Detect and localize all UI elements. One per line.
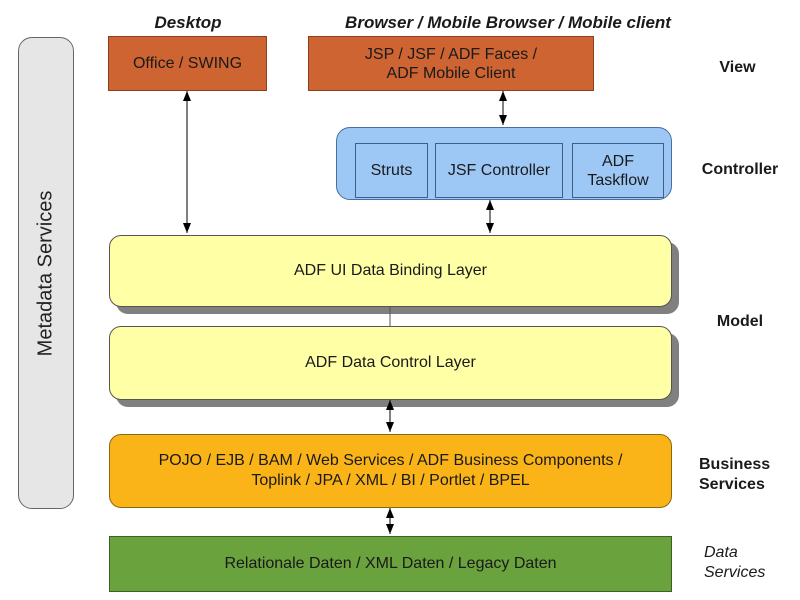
view-desktop-box: Office / SWING [108, 36, 267, 91]
controller-item-label: JSF Controller [447, 162, 551, 179]
layer-label-data-1: Data [704, 544, 738, 561]
layer-label-model: Model [716, 313, 764, 330]
layer-label-business-1: Business [699, 456, 771, 473]
business-services-label-2: Toplink / JPA / XML / BI / Portlet / BPE… [251, 472, 530, 489]
view-desktop-label: Office / SWING [132, 55, 243, 72]
layer-label-data: Data Services [704, 543, 794, 583]
layer-label-business: Business Services [699, 455, 794, 495]
model-control-layer: ADF Data Control Layer [109, 326, 672, 400]
controller-item-adf-taskflow: ADF Taskflow [572, 143, 664, 198]
view-browser-box: JSP / JSF / ADF Faces / ADF Mobile Clien… [308, 36, 594, 91]
arrowhead-down [499, 115, 507, 125]
model-binding-layer: ADF UI Data Binding Layer [109, 235, 672, 307]
column-title-browser: Browser / Mobile Browser / Mobile client [345, 13, 671, 32]
layer-label-data-2: Services [704, 564, 766, 581]
arrowhead-down [386, 524, 394, 534]
data-services-label: Relationale Daten / XML Daten / Legacy D… [224, 555, 557, 572]
arrowheads [183, 91, 507, 534]
arrowhead-up [183, 91, 191, 101]
controller-item-label: ADF [602, 152, 634, 170]
metadata-services-bar: Metadata Services [18, 37, 74, 509]
controller-item-jsf: JSF Controller [435, 143, 563, 198]
controller-item-struts: Struts [355, 143, 428, 198]
controller-item-label: Struts [370, 162, 413, 179]
arrowhead-up [499, 91, 507, 101]
business-services-label-1: POJO / EJB / BAM / Web Services / ADF Bu… [158, 452, 623, 469]
layer-label-view: View [719, 59, 756, 76]
view-browser-label-1: JSP / JSF / ADF Faces / [364, 45, 538, 63]
view-browser-label-2: ADF Mobile Client [386, 64, 516, 82]
arrowhead-down [183, 223, 191, 233]
layer-label-business-2: Services [699, 476, 765, 493]
model-control-label: ADF Data Control Layer [305, 354, 476, 371]
model-binding-label: ADF UI Data Binding Layer [294, 262, 487, 279]
arrowhead-down [486, 223, 494, 233]
business-services-box: POJO / EJB / BAM / Web Services / ADF Bu… [109, 434, 672, 508]
layer-label-controller: Controller [701, 161, 779, 178]
data-services-box: Relationale Daten / XML Daten / Legacy D… [109, 536, 672, 592]
arrowhead-up [386, 400, 394, 410]
arrowhead-up [486, 200, 494, 210]
arrowhead-down [386, 422, 394, 432]
controller-item-label: Taskflow [587, 171, 649, 189]
column-title-desktop: Desktop [154, 13, 222, 32]
arrowhead-up [386, 508, 394, 518]
